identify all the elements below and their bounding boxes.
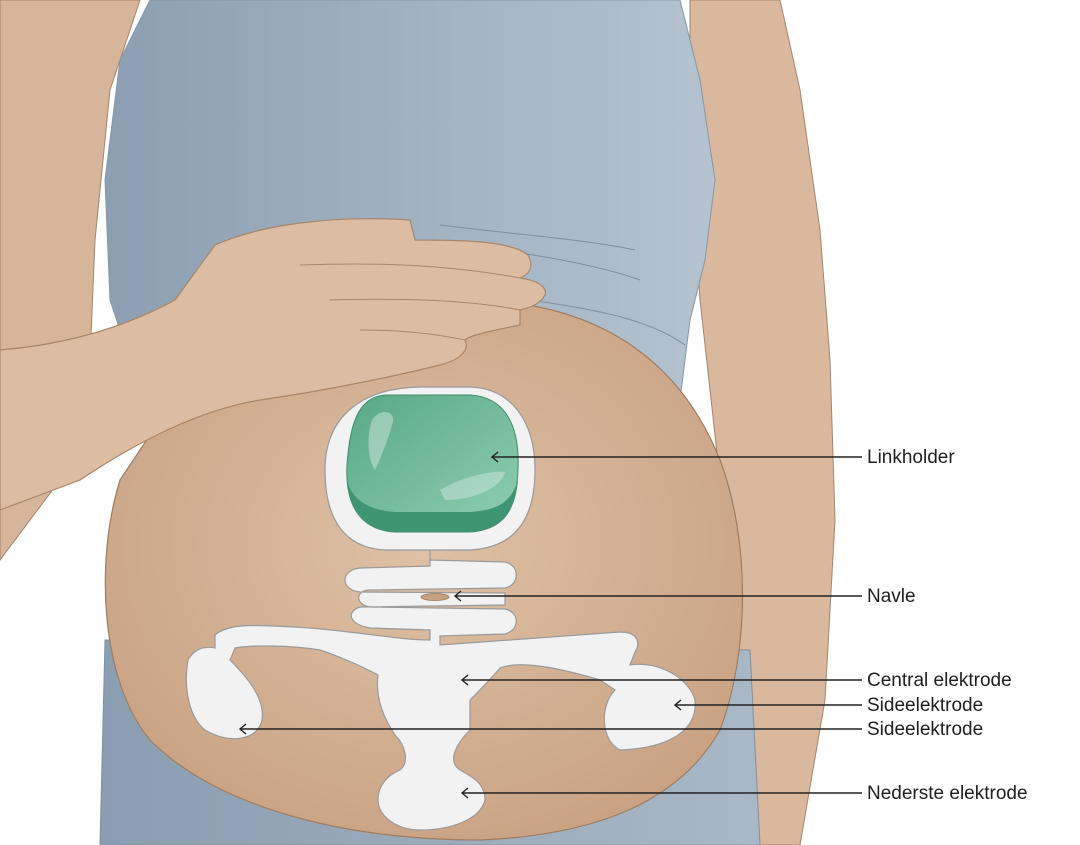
arrow-side-right <box>673 699 682 711</box>
arrow-linkholder <box>490 451 499 463</box>
label-side-electrode-right: Sideelektrode <box>867 695 983 716</box>
linkholder-base <box>347 480 518 532</box>
hand <box>0 218 546 511</box>
label-central-electrode: Central elektrode <box>867 670 1012 691</box>
arrow-navle <box>453 590 462 602</box>
electrode-patch <box>185 386 696 831</box>
label-linkholder: Linkholder <box>867 447 955 468</box>
label-navle: Navle <box>867 586 916 607</box>
linkholder-highlight-2 <box>440 471 505 500</box>
arrow-central <box>460 674 469 686</box>
linkholder-frame <box>185 386 696 831</box>
linkholder-highlight <box>368 411 394 470</box>
arrow-side-left <box>238 723 247 735</box>
label-bottom-electrode: Nederste elektrode <box>867 783 1028 804</box>
label-side-electrode-left: Sideelektrode <box>867 719 983 740</box>
arrow-bottom <box>460 787 469 799</box>
navel <box>420 593 450 601</box>
leader-lines <box>238 451 862 799</box>
